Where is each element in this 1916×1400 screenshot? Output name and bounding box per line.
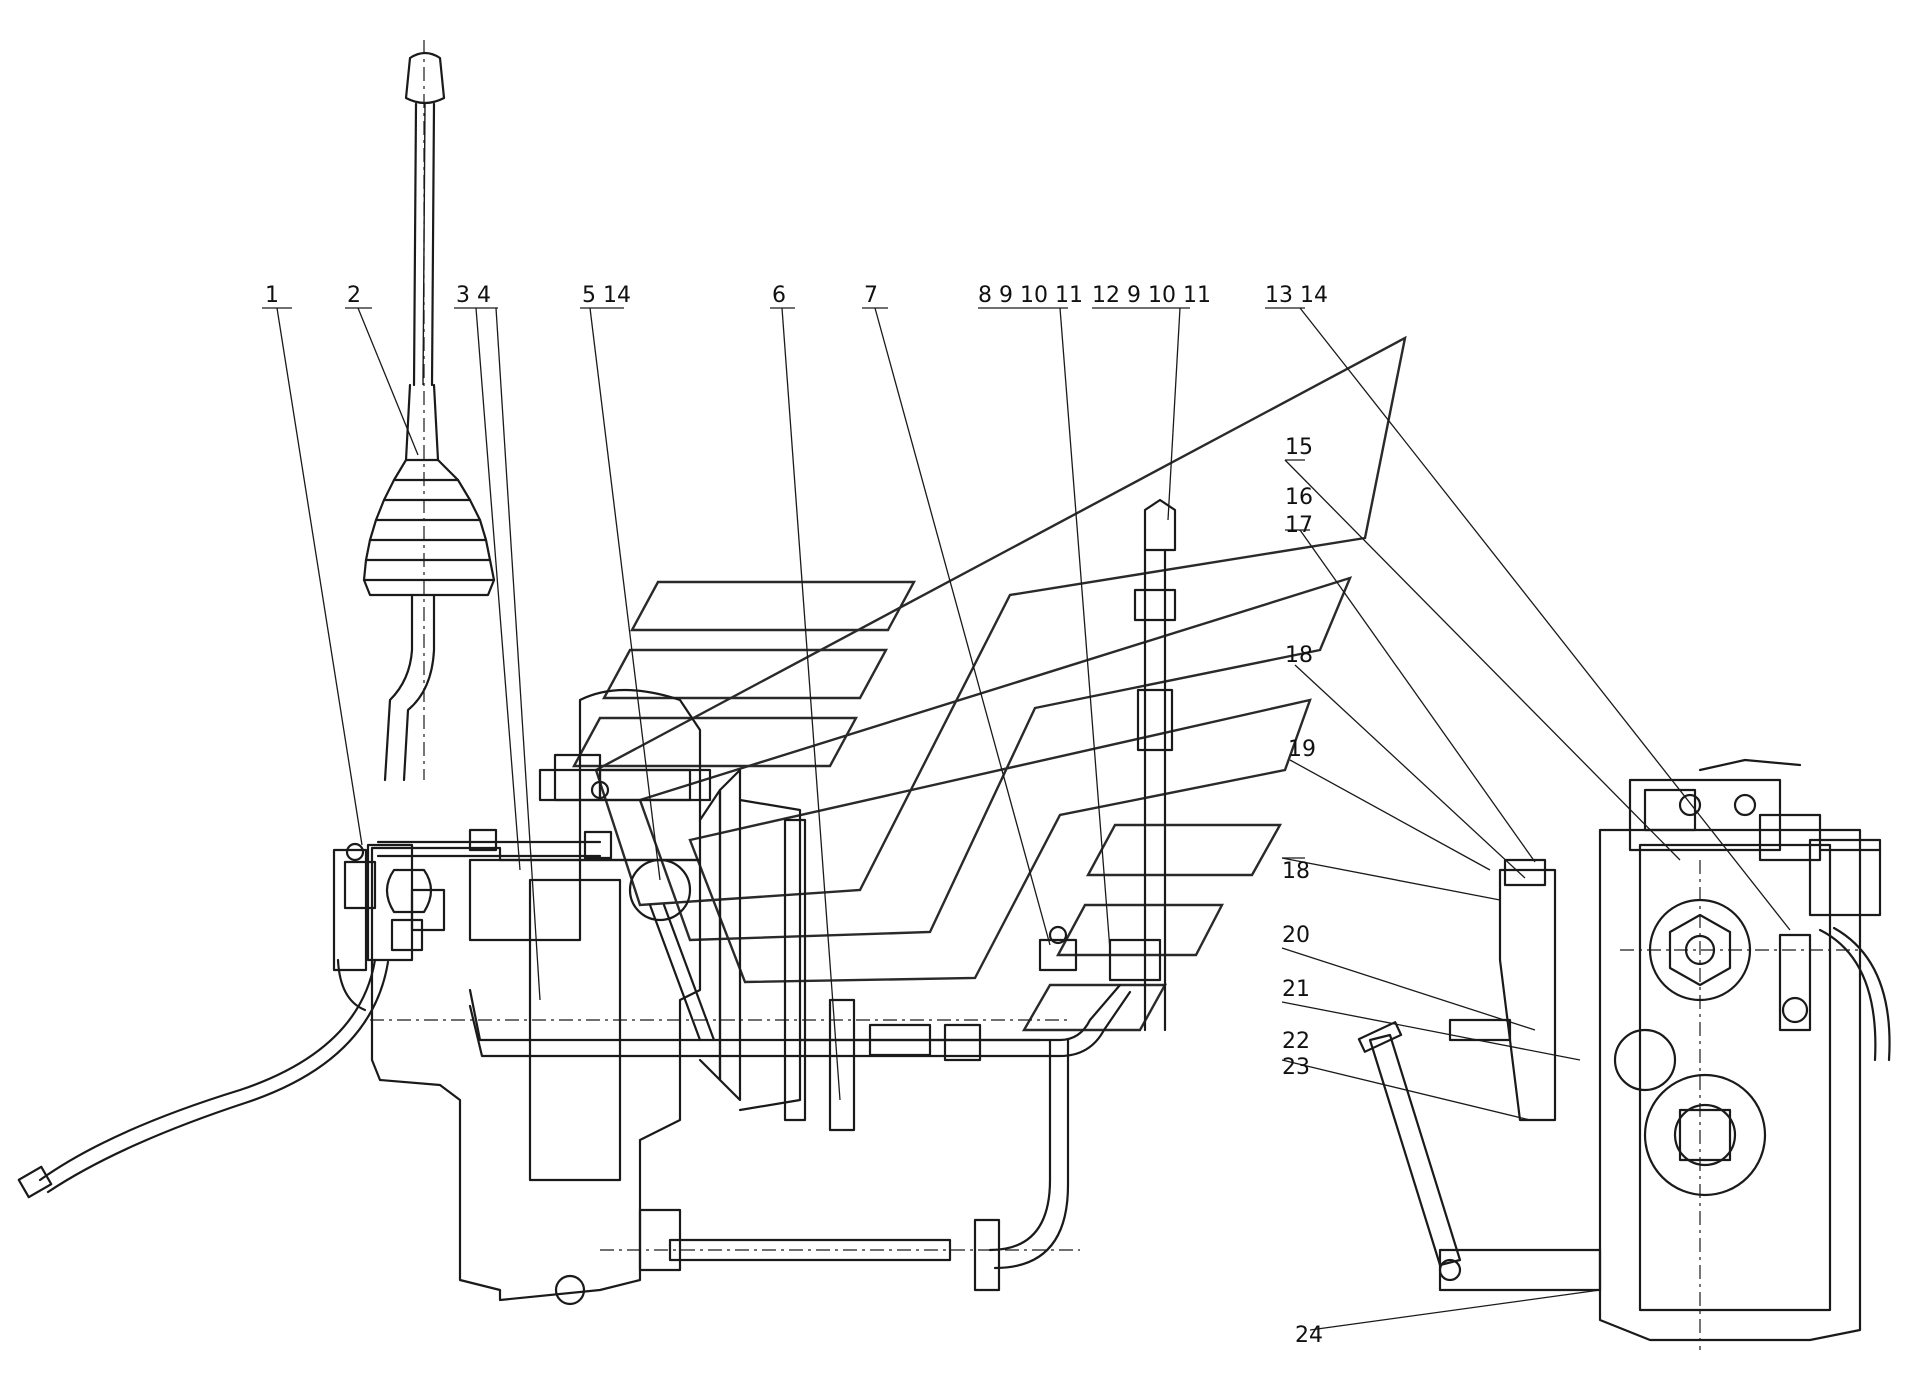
callout-15: 15 [1285,435,1313,460]
callout-2: 2 [347,283,361,308]
callout-17: 17 [1285,513,1313,538]
callout-18: 18 [1285,643,1313,668]
callout-5-14: 5 14 [582,283,631,308]
callout-13-14: 13 14 [1265,283,1328,308]
callout-24: 24 [1295,1323,1323,1348]
gear-shift-lever-drawing [362,40,496,782]
callout-18-b: 18 [1282,859,1310,884]
callout-23: 23 [1282,1055,1310,1080]
callout-8-9-10-11: 8 9 10 11 [978,283,1083,308]
callout-3-4: 3 4 [456,283,491,308]
callout-21: 21 [1282,977,1310,1002]
callout-12-9-10-11: 12 9 10 11 [1092,283,1211,308]
watermark-logo [571,335,1407,1032]
callout-labels: 1 2 3 4 5 14 6 7 8 9 10 11 12 9 10 11 13… [265,283,1328,1348]
callout-16: 16 [1285,485,1313,510]
leader-lines [262,307,1791,1331]
transmission-side-view-drawing [17,498,1177,1306]
callout-1: 1 [265,283,279,308]
transmission-front-view-drawing [1357,758,1891,1350]
callout-22: 22 [1282,1029,1310,1054]
callout-6: 6 [772,283,786,308]
callout-19: 19 [1288,737,1316,762]
callout-20: 20 [1282,923,1310,948]
callout-7: 7 [864,283,878,308]
